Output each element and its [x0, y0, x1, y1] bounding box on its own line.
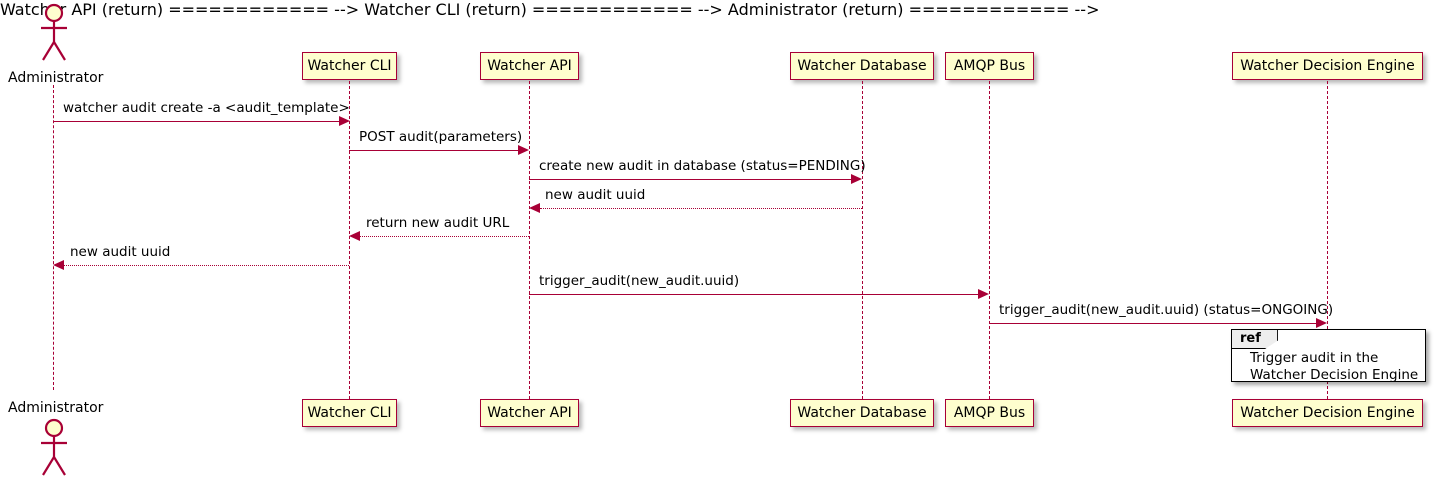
message-arrow-2: [529, 179, 852, 180]
actor-icon: [41, 3, 67, 61]
actor-icon: [41, 418, 67, 476]
participant-label-watcher-cli-top: Watcher CLI: [307, 58, 392, 74]
message-label-6: trigger_audit(new_audit.uuid): [539, 273, 740, 289]
participant-label-watcher-decision-engine-bottom: Watcher Decision Engine: [1240, 405, 1415, 421]
message-arrowhead-0: [339, 116, 350, 126]
message-arrowhead-7: [1316, 318, 1327, 328]
participant-box-watcher-decision-engine-top[interactable]: Watcher Decision Engine: [1232, 52, 1423, 80]
message-arrow-4: [360, 236, 529, 237]
participant-label-watcher-decision-engine-top: Watcher Decision Engine: [1240, 58, 1415, 74]
participant-box-watcher-api-bottom[interactable]: Watcher API: [480, 399, 579, 427]
lifeline-watcher-database: [862, 81, 863, 399]
lifeline-administrator: [53, 85, 54, 390]
message-label-0: watcher audit create -a <audit_template>: [63, 100, 350, 116]
participant-label-watcher-api-bottom: Watcher API: [487, 405, 572, 421]
message-label-7: trigger_audit(new_audit.uuid) (status=ON…: [999, 302, 1334, 318]
participant-box-amqp-bus-bottom[interactable]: AMQP Bus: [945, 399, 1034, 427]
message-label-1: POST audit(parameters): [359, 129, 523, 145]
participant-label-watcher-cli-bottom: Watcher CLI: [307, 405, 392, 421]
lifeline-amqp-bus: [989, 81, 990, 399]
actor-administrator-bottom[interactable]: [36, 417, 72, 481]
participant-label-watcher-database-bottom: Watcher Database: [797, 405, 927, 421]
participant-box-watcher-database-top[interactable]: Watcher Database: [790, 52, 934, 80]
message-arrowhead-5: [53, 260, 64, 270]
ref-fragment-box: ref Trigger audit in the Watcher Decisio…: [1231, 329, 1426, 384]
actor-administrator-top[interactable]: [36, 2, 72, 66]
ref-fragment-tag: ref: [1232, 330, 1278, 349]
participant-box-watcher-cli-top[interactable]: Watcher CLI: [302, 52, 397, 80]
participant-label-amqp-bus-top: AMQP Bus: [953, 58, 1026, 74]
actor-label-administrator-bottom: Administrator: [8, 400, 104, 416]
participant-box-watcher-database-bottom[interactable]: Watcher Database: [790, 399, 934, 427]
message-arrow-6: [529, 294, 979, 295]
message-arrow-1: [349, 150, 519, 151]
participant-box-amqp-bus-top[interactable]: AMQP Bus: [945, 52, 1034, 80]
participant-label-watcher-api-top: Watcher API: [487, 58, 572, 74]
message-label-5: new audit uuid: [70, 244, 171, 260]
message-label-3: new audit uuid: [545, 187, 646, 203]
message-arrowhead-6: [978, 289, 989, 299]
participant-label-watcher-database-top: Watcher Database: [797, 58, 927, 74]
participant-box-watcher-decision-engine-bottom[interactable]: Watcher Decision Engine: [1232, 399, 1423, 427]
message-arrow-0: [53, 121, 340, 122]
message-arrowhead-4: [349, 231, 360, 241]
participant-label-amqp-bus-bottom: AMQP Bus: [953, 405, 1026, 421]
message-arrow-5: [64, 265, 349, 266]
message-arrow-7: [989, 323, 1316, 324]
message-label-2: create new audit in database (status=PEN…: [539, 158, 866, 174]
message-arrow-3: [540, 208, 862, 209]
participant-box-watcher-api-top[interactable]: Watcher API: [480, 52, 579, 80]
message-arrowhead-2: [851, 174, 862, 184]
ref-fragment-line-2: Watcher Decision Engine: [1250, 366, 1419, 383]
message-arrowhead-1: [518, 145, 529, 155]
message-arrowhead-3: [529, 203, 540, 213]
lifeline-watcher-decision-engine: [1327, 81, 1328, 399]
message-label-4: return new audit URL: [366, 215, 510, 231]
participant-box-watcher-cli-bottom[interactable]: Watcher CLI: [302, 399, 397, 427]
actor-label-administrator-top: Administrator: [8, 70, 104, 86]
lifeline-watcher-api: [529, 81, 530, 399]
ref-fragment-body: Trigger audit in the Watcher Decision En…: [1250, 350, 1418, 384]
ref-fragment-line-1: Trigger audit in the: [1250, 350, 1379, 366]
